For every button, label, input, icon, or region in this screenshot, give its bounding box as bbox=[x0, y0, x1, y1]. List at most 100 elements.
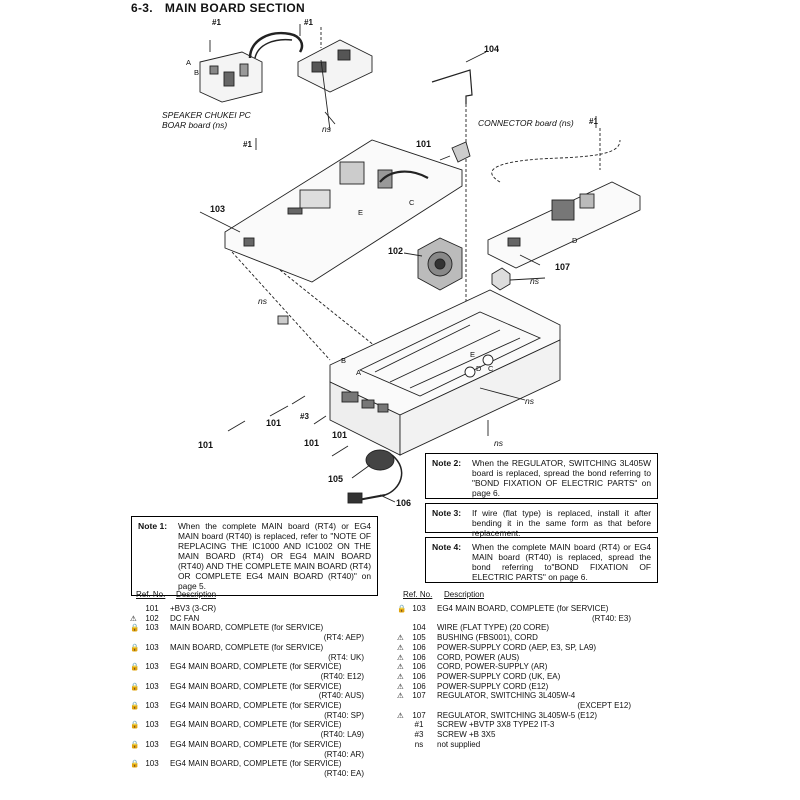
note-2: Note 2: When the REGULATOR, SWITCHING 3L… bbox=[425, 453, 658, 499]
regulator-board bbox=[487, 128, 641, 269]
part-ref: 103 bbox=[145, 739, 159, 749]
part-desc: DC FAN bbox=[170, 613, 200, 623]
ref-105-label: 105 bbox=[328, 474, 344, 484]
section-title: MAIN BOARD SECTION bbox=[164, 1, 305, 15]
part-desc: WIRE (FLAT TYPE) (20 CORE) bbox=[437, 623, 550, 633]
parts-row: (RT40: EA) bbox=[130, 769, 364, 779]
part-mark: 🔒 bbox=[130, 681, 140, 691]
note-4-head: Note 4: bbox=[432, 542, 462, 552]
power-cord bbox=[347, 449, 403, 504]
part-ref: ns bbox=[414, 739, 424, 749]
parts-row: ns not supplied bbox=[397, 740, 631, 750]
marker-c: C bbox=[409, 198, 415, 207]
connector-board-label: CONNECTOR board (ns) bbox=[478, 118, 574, 128]
part-desc: BUSHING (FBS001), CORD bbox=[437, 633, 538, 643]
ref-106-label: 106 bbox=[396, 498, 412, 508]
part-desc: EG4 MAIN BOARD, COMPLETE (for SERVICE) bbox=[170, 720, 342, 730]
note-2-text: When the REGULATOR, SWITCHING 3L405W boa… bbox=[472, 458, 651, 498]
ref-102-label: 102 bbox=[388, 246, 404, 256]
part-ref bbox=[140, 711, 164, 721]
part-desc: SCREW +BVTP 3X8 TYPE2 IT-3 bbox=[437, 720, 555, 730]
part-mark bbox=[397, 701, 407, 711]
part-mark: ⚠ bbox=[397, 710, 404, 720]
part-ref bbox=[140, 653, 164, 663]
exploded-view-diagram bbox=[199, 24, 641, 504]
part-ref: 107 bbox=[412, 691, 426, 701]
part-mark: ⚠ bbox=[397, 642, 404, 652]
part-ref: 107 bbox=[412, 710, 426, 720]
parts-row: (RT40: E12) bbox=[130, 672, 364, 682]
marker-a-chassis: A bbox=[356, 368, 362, 377]
note-4-text: When the complete MAIN board (RT4) or EG… bbox=[472, 542, 651, 582]
ref-103-label: 103 bbox=[210, 204, 226, 214]
part-mark bbox=[130, 769, 140, 779]
ns-label-top: ns bbox=[322, 124, 331, 134]
part-ref bbox=[140, 730, 164, 740]
part-ref bbox=[407, 701, 431, 711]
note-3-head: Note 3: bbox=[432, 508, 462, 518]
connector-board bbox=[451, 141, 471, 163]
marker-b-chassis: B bbox=[341, 356, 347, 365]
screw1-label-d: #1 bbox=[589, 117, 598, 126]
part-desc: REGULATOR, SWITCHING 3L405W-4 bbox=[437, 691, 576, 701]
note-4: Note 4: When the complete MAIN board (RT… bbox=[425, 537, 658, 583]
parts-row: (RT40: AUS) bbox=[130, 691, 364, 701]
part-mark: ⚠ bbox=[397, 633, 404, 643]
part-desc: (RT40: E3) bbox=[592, 613, 631, 623]
part-mark bbox=[397, 720, 407, 730]
part-desc: POWER-SUPPLY CORD (UK, EA) bbox=[437, 671, 561, 681]
screw1-label-a: #1 bbox=[212, 18, 221, 27]
part-mark bbox=[130, 730, 140, 740]
parts-row: (RT40: LA9) bbox=[130, 730, 364, 740]
note-1: Note 1: When the complete MAIN board (RT… bbox=[131, 516, 378, 596]
ref-104-label: 104 bbox=[484, 44, 500, 54]
part-mark: 🔒 bbox=[130, 701, 140, 711]
speaker-board-label-line2: BOAR board (ns) bbox=[162, 120, 228, 130]
part-mark: ⚠ bbox=[397, 691, 404, 701]
part-desc: (EXCEPT E12) bbox=[577, 701, 631, 711]
col-ref-right: Ref. No. bbox=[403, 590, 433, 599]
part-desc: POWER-SUPPLY CORD (AEP, E3, SP, LA9) bbox=[437, 642, 597, 652]
part-desc: EG4 MAIN BOARD, COMPLETE (for SERVICE) bbox=[170, 662, 342, 672]
part-ref: 103 bbox=[145, 662, 159, 672]
part-ref: 106 bbox=[412, 652, 426, 662]
part-desc: (RT4: UK) bbox=[328, 652, 364, 662]
part-ref: 103 bbox=[145, 759, 159, 769]
speaker-board-label-line1: SPEAKER CHUKEI PC bbox=[162, 110, 251, 120]
part-mark bbox=[130, 633, 140, 643]
screw1-label-b: #1 bbox=[304, 18, 313, 27]
screw1-label-c: #1 bbox=[243, 140, 252, 149]
part-ref: 103 bbox=[145, 720, 159, 730]
parts-row: (RT4: UK) bbox=[130, 653, 364, 663]
part-ref: 103 bbox=[145, 623, 159, 633]
part-mark bbox=[130, 653, 140, 663]
part-mark: ⚠ bbox=[397, 671, 404, 681]
part-desc: (RT40: EA) bbox=[324, 768, 364, 778]
speaker-board-label: SPEAKER CHUKEI PC BOAR board (ns) bbox=[162, 110, 251, 130]
part-ref: 103 bbox=[412, 604, 426, 613]
marker-a-top: A bbox=[186, 58, 192, 67]
part-desc: SCREW +B 3X5 bbox=[437, 730, 496, 740]
part-mark: ⚠ bbox=[397, 681, 404, 691]
part-desc: EG4 MAIN BOARD, COMPLETE (for SERVICE) bbox=[437, 604, 609, 613]
part-desc: not supplied bbox=[437, 739, 481, 749]
note-3-text: If wire (flat type) is replaced, install… bbox=[472, 508, 651, 538]
part-ref bbox=[140, 672, 164, 682]
part-ref: 103 bbox=[145, 701, 159, 711]
part-mark: 🔒 bbox=[397, 604, 407, 613]
part-mark bbox=[397, 730, 407, 740]
note-1-text: When the complete MAIN board (RT4) or EG… bbox=[178, 521, 371, 591]
ref-101-label-top: 101 bbox=[416, 139, 432, 149]
part-ref bbox=[140, 750, 164, 760]
part-mark: 🔒 bbox=[130, 623, 140, 633]
part-ref: 106 bbox=[412, 662, 426, 672]
marker-d-chassis: D bbox=[476, 364, 482, 373]
